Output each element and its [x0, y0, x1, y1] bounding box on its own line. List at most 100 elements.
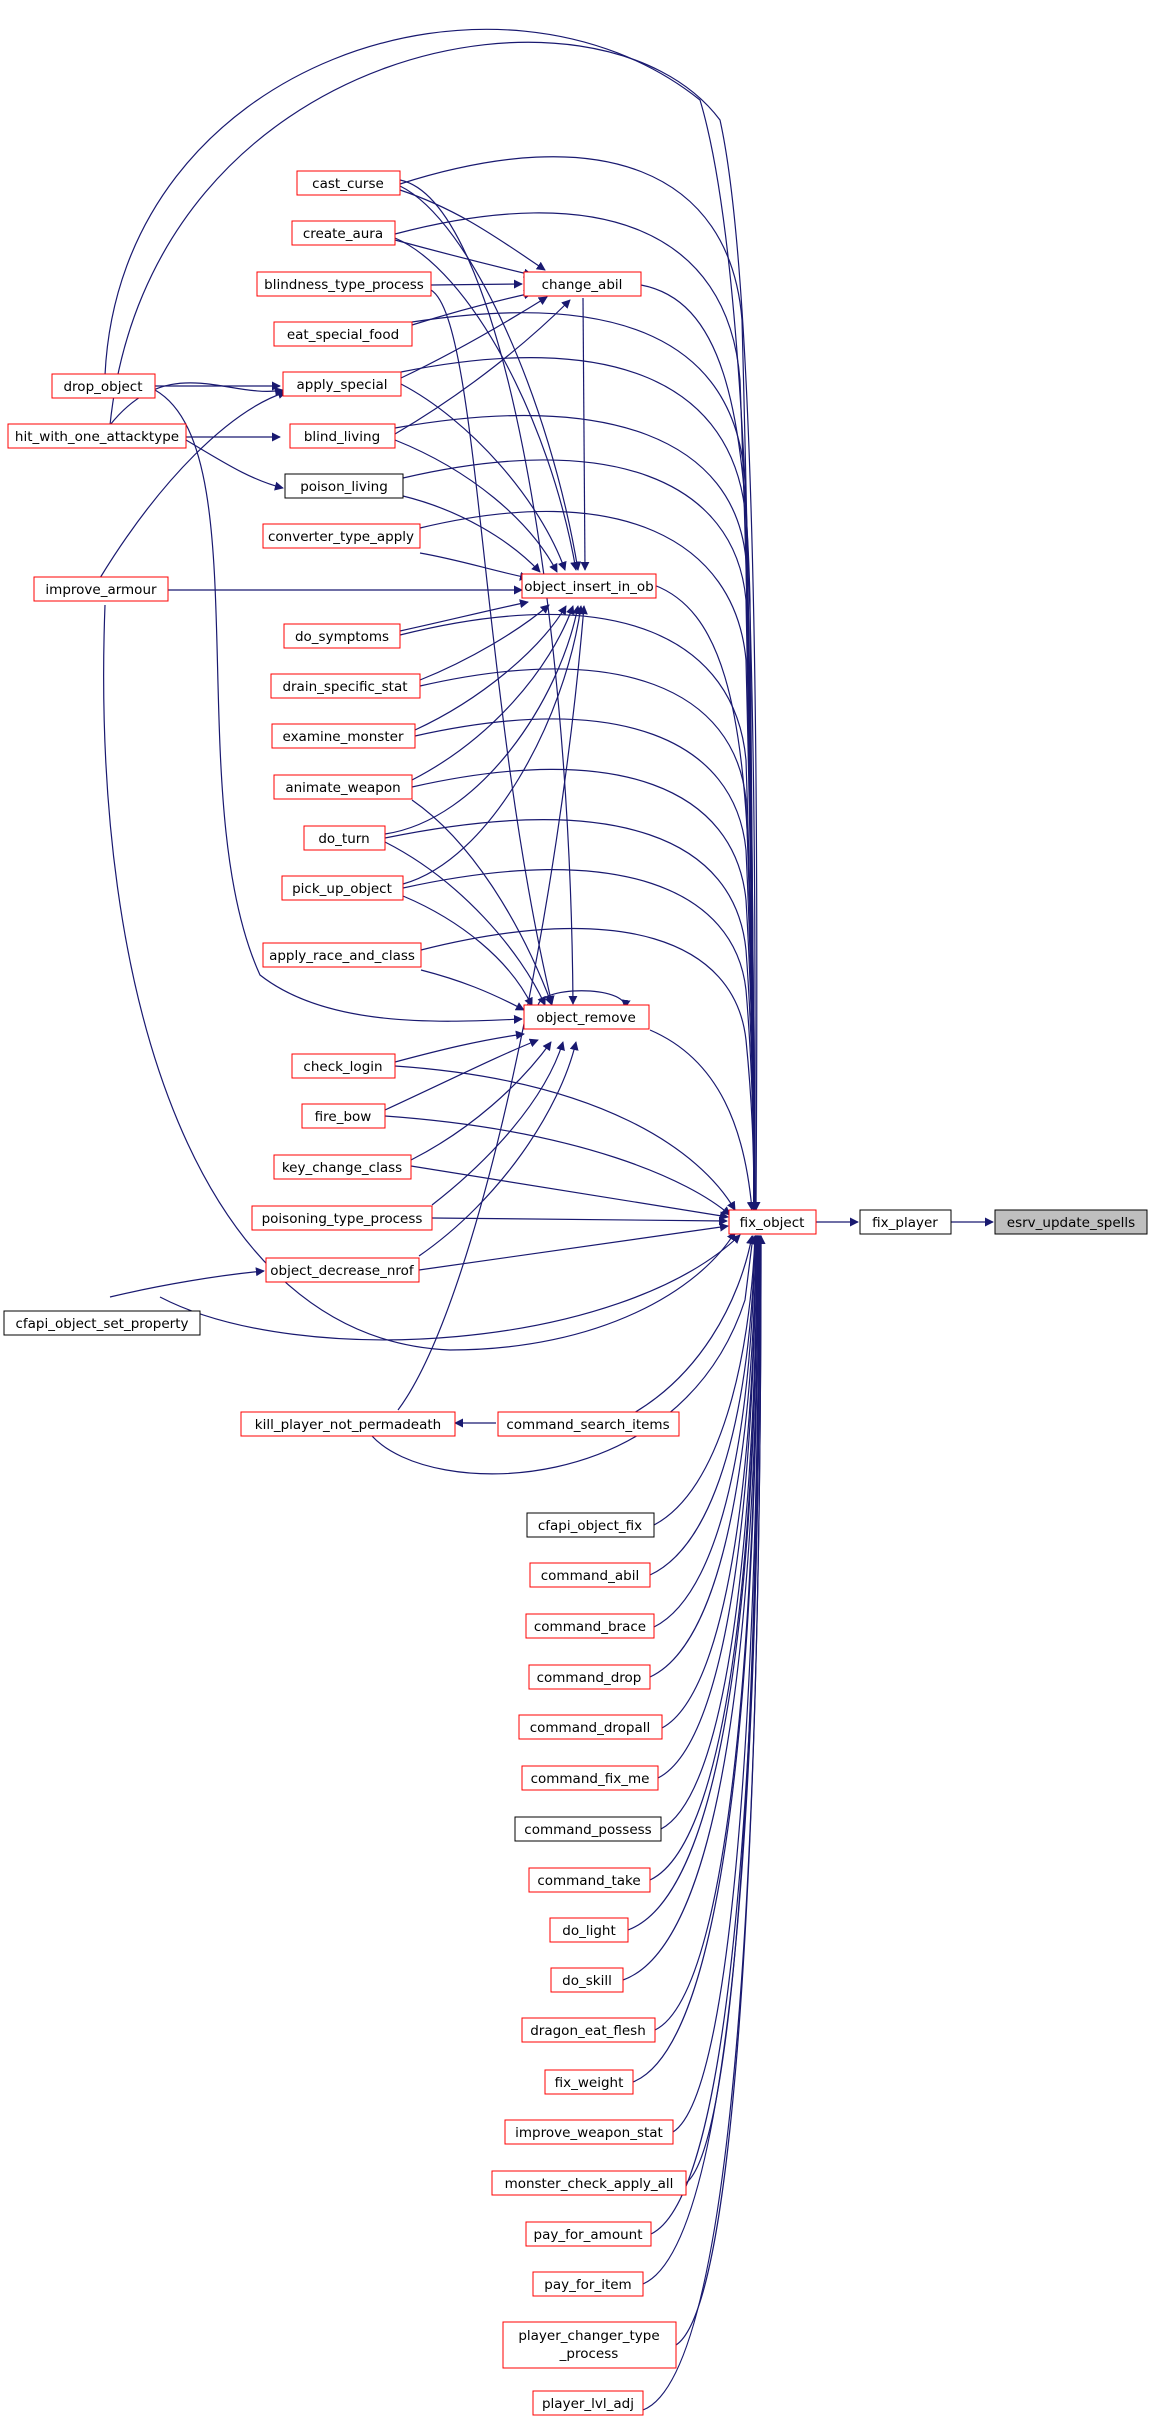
node-player-lvl-adj[interactable]: player_lvl_adj [532, 2390, 644, 2416]
svg-text:check_login: check_login [303, 1059, 382, 1075]
svg-text:apply_race_and_class: apply_race_and_class [269, 948, 415, 964]
node-drop-object[interactable]: drop_object [51, 373, 156, 399]
node-command-search-items[interactable]: command_search_items [497, 1411, 680, 1437]
node-pay-for-item[interactable]: pay_for_item [532, 2271, 644, 2297]
edge-payitem-fix [642, 1235, 765, 2285]
node-apply-race-and-class[interactable]: apply_race_and_class [262, 942, 422, 968]
node-command-abil[interactable]: command_abil [529, 1562, 651, 1588]
node-check-login[interactable]: check_login [291, 1053, 396, 1079]
node-pay-for-amount[interactable]: pay_for_amount [525, 2221, 652, 2247]
node-cfapi-object-set-property[interactable]: cfapi_object_set_property [3, 1310, 201, 1336]
node-blind-living[interactable]: blind_living [289, 423, 396, 449]
node-examine-monster[interactable]: examine_monster [271, 723, 416, 749]
node-command-take[interactable]: command_take [528, 1867, 651, 1893]
edge-apply-special-change [400, 296, 548, 379]
svg-text:blindness_type_process: blindness_type_process [264, 277, 424, 293]
edge-light-fix [627, 1235, 762, 1931]
edge-create-aura-fix [394, 212, 759, 1211]
node-object-decrease-nrof[interactable]: object_decrease_nrof [265, 1257, 420, 1283]
node-command-fix-me[interactable]: command_fix_me [521, 1765, 659, 1791]
svg-text:kill_player_not_permadeath: kill_player_not_permadeath [255, 1417, 441, 1433]
node-blindness-type-process[interactable]: blindness_type_process [256, 271, 432, 297]
node-key-change-class[interactable]: key_change_class [273, 1154, 412, 1180]
svg-text:converter_type_apply: converter_type_apply [268, 529, 414, 545]
edge-fire-bow-remove [384, 1038, 539, 1111]
edge-poisoning-remove [431, 1041, 565, 1206]
node-apply-special[interactable]: apply_special [282, 371, 402, 397]
node-create-aura[interactable]: create_aura [291, 220, 396, 246]
edge-drop-object-remove [154, 389, 523, 1024]
svg-text:animate_weapon: animate_weapon [285, 780, 400, 796]
node-change-abil[interactable]: change_abil [523, 271, 642, 297]
svg-text:object_decrease_nrof: object_decrease_nrof [270, 1263, 415, 1279]
edge-check-login-remove [394, 1030, 525, 1063]
edge-do-symptoms-fix [399, 613, 759, 1211]
node-converter-type-apply[interactable]: converter_type_apply [262, 523, 421, 549]
node-fix-object[interactable]: fix_object [728, 1209, 817, 1235]
node-command-drop[interactable]: command_drop [528, 1664, 651, 1690]
edge-poison-insert [402, 495, 541, 573]
node-object-insert-in-ob[interactable]: object_insert_in_ob [521, 573, 657, 599]
svg-text:command_take: command_take [537, 1873, 640, 1889]
node-improve-weapon-stat[interactable]: improve_weapon_stat [504, 2119, 674, 2145]
graph-edges [99, 28, 994, 2411]
edge-check-login-fix [394, 1065, 736, 1211]
node-command-possess[interactable]: command_possess [514, 1816, 662, 1842]
edge-fixme-fix [657, 1235, 761, 1779]
edge-hit-poison [185, 439, 284, 491]
node-improve-armour[interactable]: improve_armour [33, 576, 169, 602]
svg-text:player_lvl_adj: player_lvl_adj [542, 2396, 634, 2412]
svg-text:apply_special: apply_special [296, 377, 387, 393]
edge-decrease-fix [418, 1222, 729, 1271]
svg-text:monster_check_apply_all: monster_check_apply_all [505, 2176, 674, 2192]
edge-apply-special-fix [400, 357, 759, 1211]
edge-pickup-insert [402, 605, 585, 885]
node-eat-special-food[interactable]: eat_special_food [273, 321, 413, 347]
svg-text:improve_weapon_stat: improve_weapon_stat [515, 2125, 663, 2141]
svg-text:change_abil: change_abil [542, 277, 623, 293]
svg-text:command_search_items: command_search_items [506, 1417, 669, 1433]
edge-eat-food-fix [411, 312, 759, 1211]
node-poison-living[interactable]: poison_living [284, 473, 404, 499]
edge-change-abil-insert [580, 297, 590, 571]
svg-text:drain_specific_stat: drain_specific_stat [282, 679, 407, 695]
node-fix-player[interactable]: fix_player [859, 1209, 952, 1235]
svg-text:do_light: do_light [562, 1923, 616, 1939]
node-kill-player-not-permadeath[interactable]: kill_player_not_permadeath [240, 1411, 456, 1437]
node-player-changer-type-process[interactable]: player_changer_type _process [502, 2321, 677, 2369]
node-hit-with-one-attacktype[interactable]: hit_with_one_attacktype [7, 423, 187, 449]
node-command-dropall[interactable]: command_dropall [518, 1714, 663, 1740]
edge-kill-fix [371, 1235, 757, 1475]
node-do-turn[interactable]: do_turn [303, 825, 386, 851]
node-animate-weapon[interactable]: animate_weapon [273, 774, 413, 800]
node-cfapi-object-fix[interactable]: cfapi_object_fix [526, 1512, 655, 1538]
node-cast-curse[interactable]: cast_curse [296, 170, 401, 196]
node-command-brace[interactable]: command_brace [525, 1613, 655, 1639]
node-object-remove[interactable]: object_remove [523, 1004, 650, 1030]
edge-create-aura-insert [394, 237, 580, 571]
node-fire-bow[interactable]: fire_bow [301, 1103, 386, 1129]
svg-text:do_symptoms: do_symptoms [295, 629, 389, 645]
edge-improve-armour-fix [103, 604, 736, 1351]
edge-cast-curse-insert [399, 185, 582, 571]
edge-cfapi-set-decrease [109, 1267, 265, 1298]
svg-text:pick_up_object: pick_up_object [292, 881, 392, 897]
edge-object-insert-fix [653, 584, 759, 1211]
edge-fire-bow-fix [384, 1115, 731, 1216]
node-dragon-eat-flesh[interactable]: dragon_eat_flesh [521, 2017, 656, 2043]
node-monster-check-apply-all[interactable]: monster_check_apply_all [491, 2170, 687, 2196]
svg-text:blind_living: blind_living [304, 429, 380, 445]
node-do-light[interactable]: do_light [549, 1917, 629, 1943]
edge-do-symptoms-insert [399, 599, 529, 632]
graph-nodes: esrv_update_spells fix_player fix_object… [3, 170, 1148, 2416]
node-pick-up-object[interactable]: pick_up_object [281, 875, 404, 901]
node-poisoning-type-process[interactable]: poisoning_type_process [251, 1205, 433, 1231]
node-do-symptoms[interactable]: do_symptoms [283, 623, 401, 649]
node-do-skill[interactable]: do_skill [550, 1967, 624, 1993]
node-esrv-update-spells[interactable]: esrv_update_spells [994, 1209, 1148, 1235]
node-drain-specific-stat[interactable]: drain_specific_stat [270, 673, 421, 699]
edge-do-turn-remove [384, 841, 546, 1006]
node-fix-weight[interactable]: fix_weight [544, 2069, 634, 2095]
svg-text:_process: _process [559, 2346, 619, 2362]
edge-cast-curse-change [399, 189, 546, 271]
